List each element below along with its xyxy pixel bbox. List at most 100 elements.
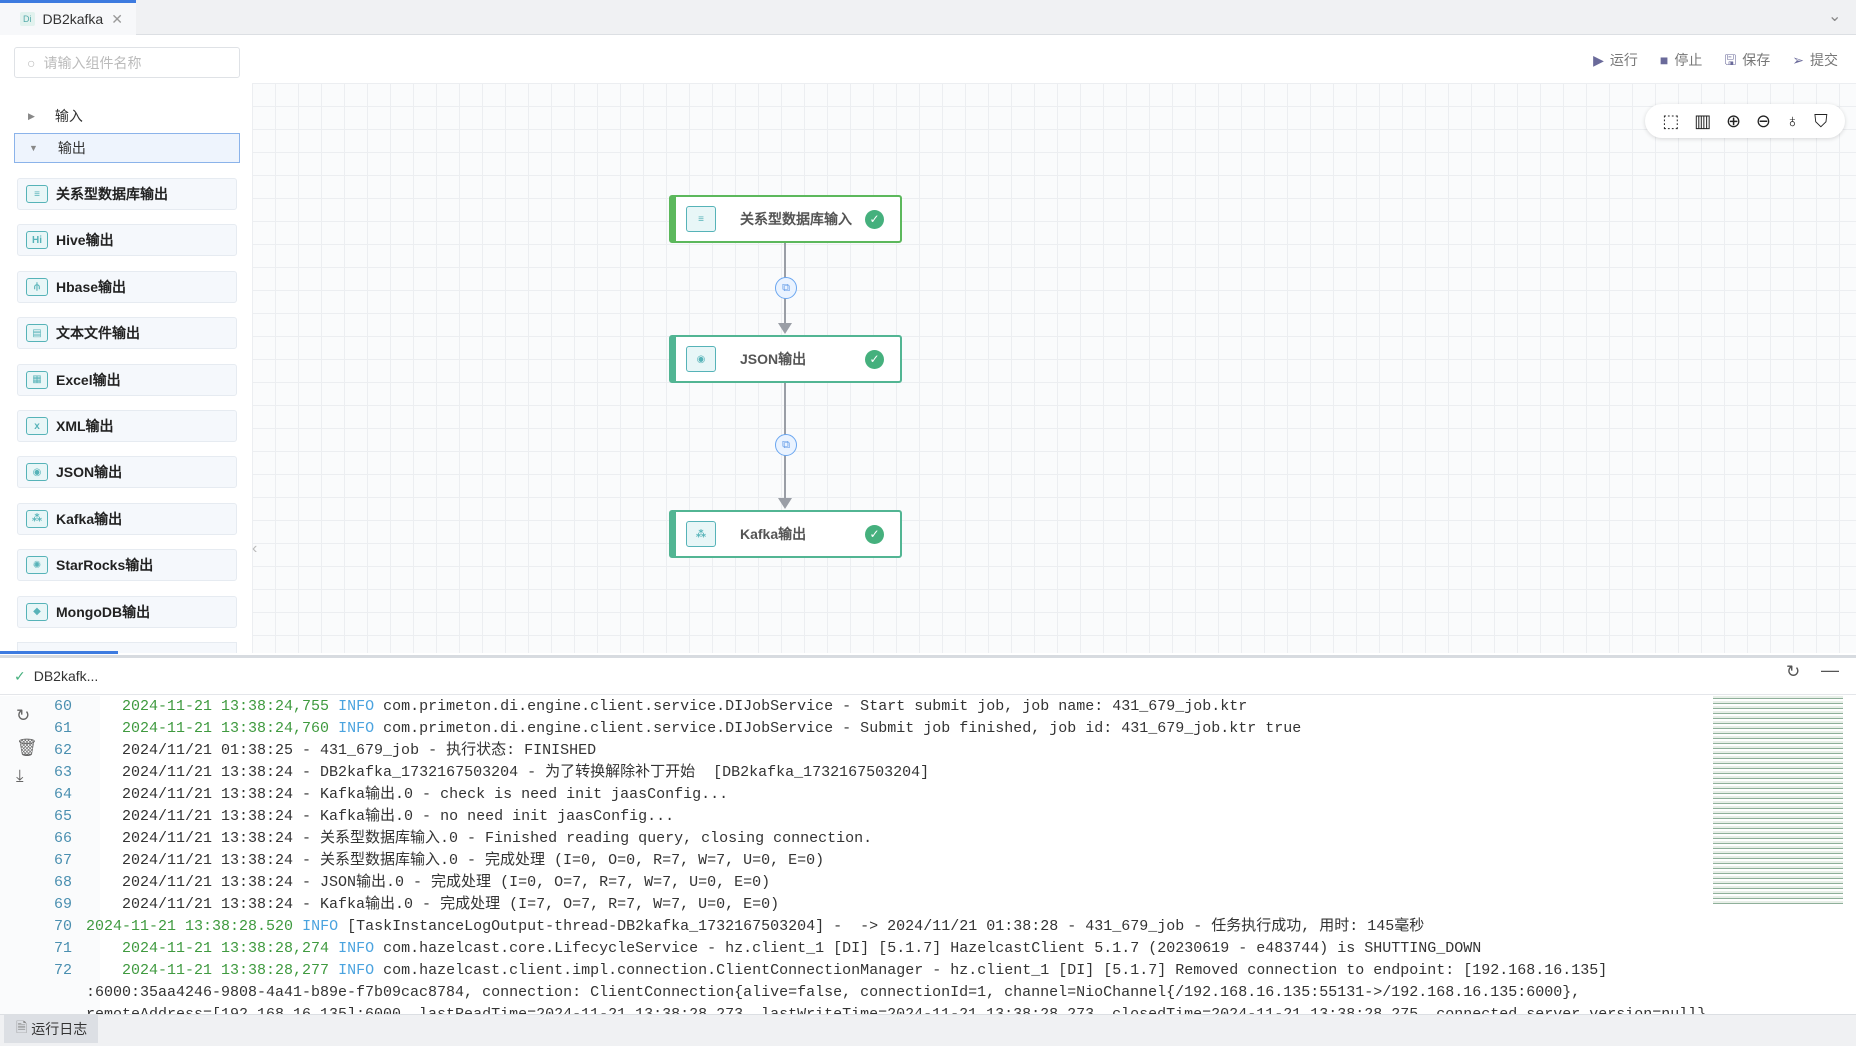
refresh-log-icon[interactable]: ↻ [16,706,31,725]
fit-view-icon[interactable]: ▥ [1694,110,1712,131]
success-icon: ✓ [14,667,26,684]
check-circle-icon: ✓ [865,209,884,229]
component-item[interactable]: ▦Excel输出 [17,363,237,396]
component-item[interactable]: ◆ MongoDB输出 [17,595,237,628]
file-icon: 🗎 [16,1019,28,1035]
tree-output[interactable]: ▼输出 [14,133,240,163]
save-button[interactable]: 🖫保存 [1724,50,1770,74]
component-label: 文本文件输出 [56,325,140,342]
component-item[interactable]: ✺ StarRocks输出 [17,549,237,582]
log-timestamp: 2024-11-21 13:38:28,274 [122,940,330,957]
trash-icon[interactable]: 🗑 [16,738,38,757]
di-icon: Di [20,12,35,26]
log-message: 2024/11/21 13:38:24 - Kafka输出.0 - check … [122,786,729,803]
log-line: 63 2024/11/21 13:38:24 - DB2kafka_173216… [0,762,1706,784]
component-item[interactable]: ▤文本文件输出 [17,317,237,350]
component-label: XML输出 [56,418,114,434]
zoom-in-icon[interactable]: ⊕ [1726,110,1742,131]
flow-canvas[interactable] [252,83,1856,653]
download-icon[interactable]: ⤓ [16,766,24,785]
component-item[interactable]: ⁂Kafka输出 [17,502,237,535]
play-icon: ▶ [1593,52,1604,68]
line-number: 66 [53,830,72,847]
node-label: 关系型数据库输入 [740,211,852,227]
edge-arrow [778,498,792,509]
submit-button[interactable]: ➢提交 [1792,50,1838,74]
action-toolbar: ▶运行 ■停止 🖫保存 ➢提交 [1593,50,1838,74]
flow-node[interactable]: ⁂Kafka输出✓ [669,510,902,558]
component-item[interactable]: ◉JSON输出 [17,456,237,489]
flow-node[interactable]: ◉JSON输出✓ [669,335,902,383]
chevron-down-icon[interactable]: ⌄ [1828,8,1842,25]
log-level: INFO [338,698,375,715]
log-line: 64 2024/11/21 13:38:24 - Kafka输出.0 - che… [0,784,1706,806]
database-icon: ≡ [686,206,716,232]
log-line: 62 2024/11/21 01:38:25 - 431_679_job - 执… [0,740,1706,762]
run-log-tab[interactable]: 🗎 运行日志 [4,1015,98,1043]
component-search-input[interactable]: ○ 请输入组件名称 [14,47,240,78]
copy-icon[interactable]: ⧉ [775,277,797,299]
log-line: 71 2024-11-21 13:38:28,274 INFO com.haze… [0,938,1706,960]
log-lines: 60 2024-11-21 13:38:24,755 INFO com.prim… [0,696,1706,1014]
log-message: com.primeton.di.engine.client.service.DI… [383,720,1302,737]
close-icon[interactable]: ✕ [111,10,123,27]
node-label: JSON输出 [740,351,807,367]
component-item[interactable]: ⫛Hbase输出 [17,270,237,303]
kafka-icon: ⁂ [26,509,48,528]
mongodb-icon: ◆ [26,602,48,621]
log-message: 2024/11/21 01:38:25 - 431_679_job - 执行状态… [122,742,597,759]
refresh-icon[interactable]: ↻ [1786,662,1801,681]
select-area-icon[interactable]: ⬚ [1662,110,1680,131]
submit-label: 提交 [1810,52,1838,68]
log-message: com.hazelcast.client.impl.connection.Cli… [383,962,1608,979]
bottom-bar [0,1014,1856,1046]
log-message: 2024/11/21 13:38:24 - DB2kafka_173216750… [122,764,930,781]
tree-input-label: 输入 [54,108,83,124]
log-timestamp: 2024-11-21 13:38:24,760 [122,720,330,737]
reset-view-icon[interactable]: ♁ [1785,110,1800,131]
search-placeholder: 请输入组件名称 [43,54,142,71]
log-message: 2024/11/21 13:38:24 - Kafka输出.0 - no nee… [122,808,675,825]
line-number: 62 [53,742,72,759]
log-minimap[interactable] [1713,696,1843,906]
component-label: Excel输出 [56,371,121,388]
component-label: Hive输出 [56,232,114,249]
starrocks-icon: ✺ [26,556,48,575]
component-label: MongoDB输出 [56,603,151,620]
line-number: 69 [53,896,72,913]
edge-arrow [778,323,792,334]
sidebar-scrollbar[interactable] [0,651,118,654]
line-number: 61 [53,720,72,737]
log-timestamp: 2024-11-21 13:38:24,755 [122,698,330,715]
component-label: StarRocks输出 [56,557,154,574]
bookmark-icon[interactable]: ⛉ [1814,110,1828,131]
log-level: INFO [338,962,375,979]
flow-node[interactable]: ≡ 关系型数据库输入 ✓ [669,195,902,243]
log-line: 68 2024/11/21 13:38:24 - JSON输出.0 - 完成处理… [0,872,1706,894]
component-label: 关系型数据库输出 [56,186,168,202]
database-icon: ≡ [26,185,48,203]
log-level: INFO [338,720,375,737]
line-number: 70 [53,918,72,935]
copy-icon[interactable]: ⧉ [775,434,797,456]
log-title[interactable]: DB2kafk... [33,668,99,684]
log-line: 60 2024-11-21 13:38:24,755 INFO com.prim… [0,696,1706,718]
component-item[interactable]: ≡ 关系型数据库输出 [17,178,237,210]
run-button[interactable]: ▶运行 [1593,50,1638,74]
collapse-sidebar-handle[interactable]: ‹ [252,540,258,557]
caret-right-icon: ▶ [28,110,35,121]
tree-input[interactable]: ▶ 输入 [14,101,240,131]
minimize-icon[interactable]: — [1821,660,1839,680]
line-number: 72 [53,962,72,979]
stop-button[interactable]: ■停止 [1660,50,1702,74]
tab-db2kafka[interactable]: Di DB2kafka ✕ [0,0,136,35]
log-message: 2024/11/21 13:38:24 - 关系型数据库输入.0 - Finis… [122,830,873,847]
node-label: Kafka输出 [740,526,807,542]
component-label: JSON输出 [56,464,123,481]
log-view[interactable]: 60 2024-11-21 13:38:24,755 INFO com.prim… [0,696,1856,1014]
log-level: INFO [302,918,339,935]
log-message: com.primeton.di.engine.client.service.DI… [383,698,1248,715]
zoom-out-icon[interactable]: ⊖ [1755,110,1771,131]
